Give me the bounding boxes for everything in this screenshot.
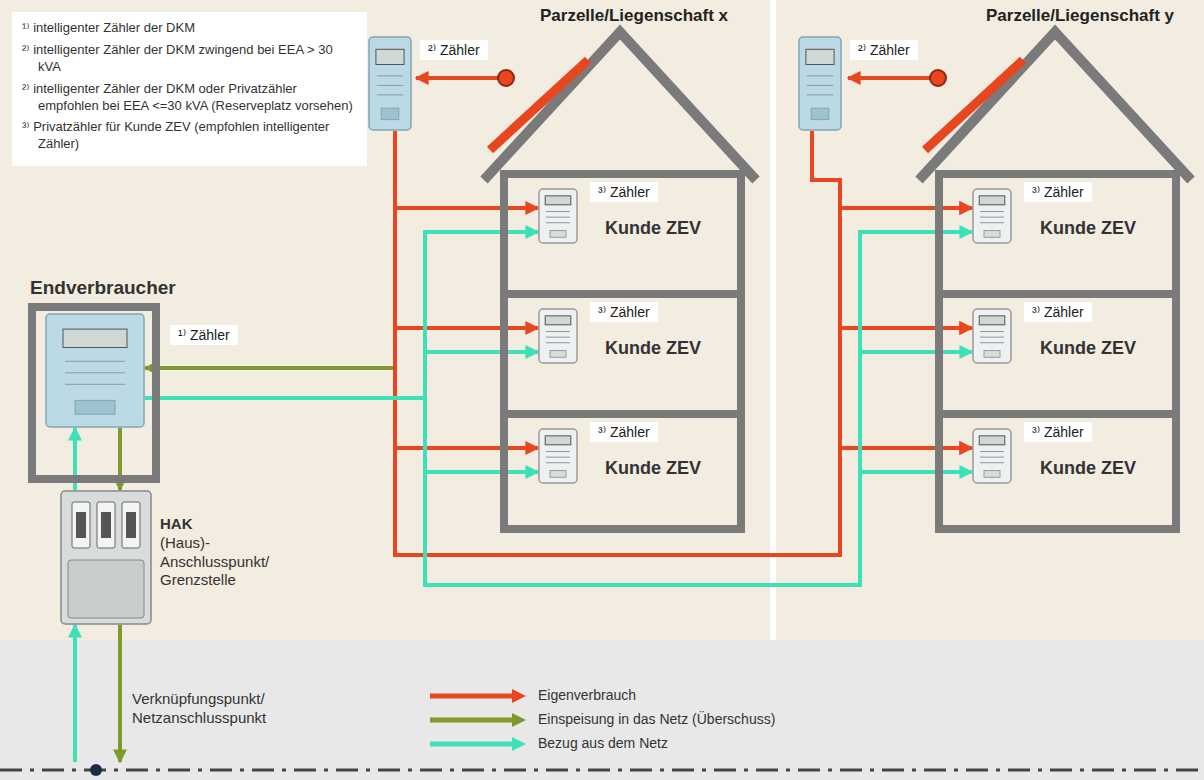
flow-arrow — [145, 352, 538, 398]
apartment-unit: ³⁾ ZählerKunde ZEV — [500, 290, 745, 418]
meter-symbol — [972, 308, 1012, 364]
apartment-unit: ³⁾ ZählerKunde ZEV — [935, 170, 1180, 298]
customer-meter: ³⁾ Zähler — [972, 182, 1097, 252]
footnote: ³⁾ Privatzähler für Kunde ZEV (empfohlen… — [22, 119, 357, 153]
apartment-unit: ³⁾ ZählerKunde ZEV — [500, 410, 745, 533]
customer-label: Kunde ZEV — [1040, 218, 1136, 239]
meter-symbol — [368, 36, 412, 131]
legend-text: Bezug aus dem Netz — [538, 735, 775, 751]
customer-label: Kunde ZEV — [605, 338, 701, 359]
flow-arrow — [145, 232, 538, 398]
flow-arrow — [395, 131, 538, 328]
meter-label: ²⁾ Zähler — [850, 40, 918, 60]
legend-row: Bezug aus dem Netz — [430, 732, 667, 756]
parcel-region: ¹⁾ intelligenter Zähler der DKM ²⁾ intell… — [0, 0, 770, 640]
apartment-unit: ³⁾ ZählerKunde ZEV — [935, 290, 1180, 418]
production-meter: ²⁾ Zähler — [798, 36, 923, 131]
region-title: Parzelle/Liegenschaft y — [986, 6, 1174, 26]
box-title: HAK — [160, 515, 285, 534]
meter-symbol — [538, 188, 578, 244]
meter-label: ³⁾ Zähler — [1024, 422, 1092, 442]
apartment-unit: ³⁾ ZählerKunde ZEV — [500, 170, 745, 298]
parcel-ground — [0, 0, 770, 640]
legend-row: Einspeisung in das Netz (Überschuss) — [430, 708, 667, 732]
roof — [484, 32, 756, 180]
footnote: ²⁾ intelligenter Zähler der DKM oder Pri… — [22, 81, 357, 115]
footnote: ²⁾ intelligenter Zähler der DKM zwingend… — [22, 42, 357, 76]
meter-label: ³⁾ Zähler — [590, 422, 658, 442]
footnote: ¹⁾ intelligenter Zähler der DKM — [22, 20, 357, 37]
meter-label: ³⁾ Zähler — [1024, 182, 1092, 202]
meter-symbol — [538, 308, 578, 364]
meter-label: ¹⁾ Zähler — [170, 325, 238, 345]
box-title: Endverbraucher — [30, 277, 176, 299]
meter-label: ²⁾ Zähler — [420, 40, 488, 60]
apartment-unit: ³⁾ ZählerKunde ZEV — [935, 410, 1180, 533]
flow-arrow — [145, 352, 972, 585]
grid-ground — [0, 640, 1204, 780]
legend: EigenverbrauchEinspeisung in das Netz (Ü… — [430, 684, 667, 756]
region-title: Parzelle/Liegenschaft x — [540, 6, 728, 26]
parcel-region: ²⁾ Zähler³⁾ ZählerKunde ZEV³⁾ ZählerKund… — [776, 0, 1204, 640]
flow-arrow — [73, 625, 77, 762]
pv-panel — [490, 60, 588, 150]
customer-label: Kunde ZEV — [605, 458, 701, 479]
flow-arrow — [395, 131, 972, 555]
notes-box: ¹⁾ intelligenter Zähler der DKM ²⁾ intell… — [12, 12, 367, 166]
legend-swatch — [430, 713, 526, 727]
meter-label: ³⁾ Zähler — [590, 302, 658, 322]
pv-arrow — [848, 76, 930, 80]
customer-label: Kunde ZEV — [1040, 338, 1136, 359]
flow-arrow — [395, 131, 972, 555]
connection-box: HAK(Haus)- Anschlusspunkt/ Grenzstelle — [60, 490, 152, 625]
pv-arrow — [416, 76, 498, 80]
box-description: (Haus)- Anschlusspunkt/ Grenzstelle — [160, 534, 285, 590]
roof — [919, 32, 1191, 180]
consumer-box: ¹⁾ ZählerEndverbraucher — [28, 303, 160, 483]
meter-symbol — [538, 428, 578, 484]
meter-label: ³⁾ Zähler — [590, 182, 658, 202]
legend-row: Eigenverbrauch — [430, 684, 667, 708]
customer-meter: ³⁾ Zähler — [538, 422, 663, 492]
legend-text: Eigenverbrauch — [538, 687, 775, 703]
flow-arrow — [145, 398, 538, 472]
legend-swatch — [430, 737, 526, 751]
pv-inverter — [930, 70, 946, 86]
flow-arrow — [145, 232, 972, 585]
grid-line — [0, 769, 1204, 772]
meter-symbol — [972, 188, 1012, 244]
meter-label: ³⁾ Zähler — [1024, 302, 1092, 322]
legend-text: Einspeisung in das Netz (Überschuss) — [538, 711, 775, 727]
meter-symbol — [972, 428, 1012, 484]
customer-label: Kunde ZEV — [605, 218, 701, 239]
pv-inverter — [498, 70, 514, 86]
connection-dot — [90, 764, 102, 776]
flow-arrow — [145, 131, 395, 368]
legend-swatch — [430, 689, 526, 703]
customer-meter: ³⁾ Zähler — [972, 302, 1097, 372]
consumer-meter: ¹⁾ Zähler — [45, 313, 145, 428]
meter-symbol — [45, 313, 145, 428]
junction-box-symbol — [60, 490, 152, 625]
pv-panel — [925, 60, 1023, 150]
customer-meter: ³⁾ Zähler — [972, 422, 1097, 492]
point-label: Verknüpfungspunkt/ Netzanschlusspunkt — [132, 690, 282, 728]
flow-arrow — [812, 131, 972, 328]
flow-arrow — [395, 131, 972, 555]
meter-symbol — [798, 36, 842, 131]
customer-meter: ³⁾ Zähler — [538, 302, 663, 372]
customer-label: Kunde ZEV — [1040, 458, 1136, 479]
production-meter: ²⁾ Zähler — [368, 36, 493, 131]
grid-connection-point: Verknüpfungspunkt/ Netzanschlusspunkt — [66, 762, 126, 778]
flow-arrow — [118, 625, 122, 762]
customer-meter: ³⁾ Zähler — [538, 182, 663, 252]
